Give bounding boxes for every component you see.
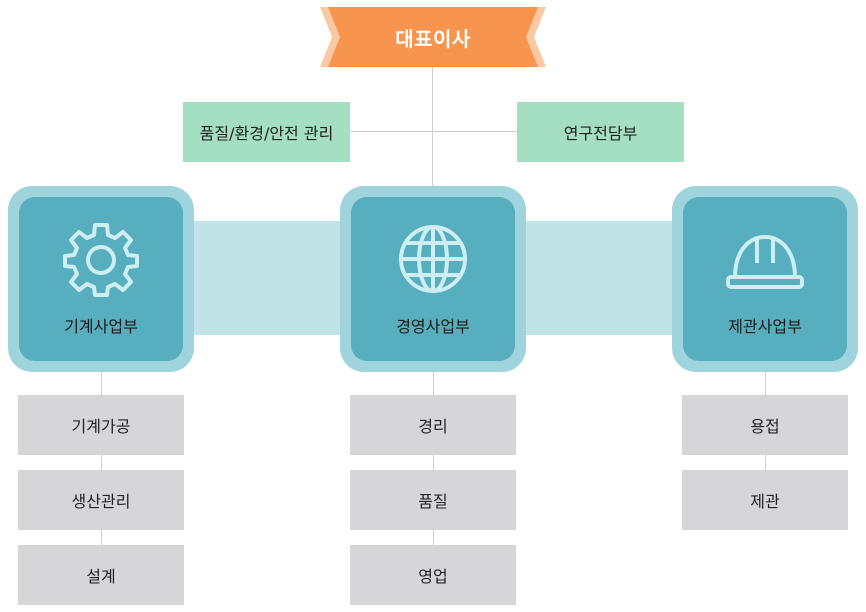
- staff-box-research: 연구전담부: [517, 102, 684, 162]
- connector-staff: [350, 131, 518, 132]
- division-fabrication: 제관사업부: [672, 186, 858, 372]
- division-fabrication-label: 제관사업부: [728, 317, 802, 336]
- division-fabrication-inner: 제관사업부: [683, 197, 847, 361]
- team-production-management: 생산관리: [18, 470, 184, 530]
- team-sales: 영업: [350, 545, 516, 605]
- hardhat-icon: [726, 235, 804, 289]
- division-machinery-inner: 기계사업부: [19, 197, 183, 361]
- staff-box-quality: 품질/환경/안전 관리: [183, 102, 350, 162]
- division-band-left: [190, 221, 346, 335]
- connector-ceo-trunk: [432, 66, 433, 186]
- ceo-banner: 대표이사: [320, 7, 546, 67]
- division-machinery-label: 기계사업부: [64, 317, 138, 336]
- team-accounting: 경리: [350, 395, 516, 455]
- globe-icon: [399, 225, 467, 293]
- team-fabrication: 제관: [682, 470, 848, 530]
- division-band-right: [522, 221, 678, 335]
- division-management-label: 경영사업부: [396, 317, 470, 336]
- division-machinery: 기계사업부: [8, 186, 194, 372]
- ceo-title: 대표이사: [395, 26, 471, 51]
- banner-shape: [320, 7, 546, 67]
- team-design: 설계: [18, 545, 184, 605]
- division-management: 경영사업부: [340, 186, 526, 372]
- banner-body: [328, 7, 538, 67]
- gear-icon: [63, 223, 139, 297]
- team-machining: 기계가공: [18, 395, 184, 455]
- team-welding: 용접: [682, 395, 848, 455]
- team-quality: 품질: [350, 470, 516, 530]
- division-management-inner: 경영사업부: [351, 197, 515, 361]
